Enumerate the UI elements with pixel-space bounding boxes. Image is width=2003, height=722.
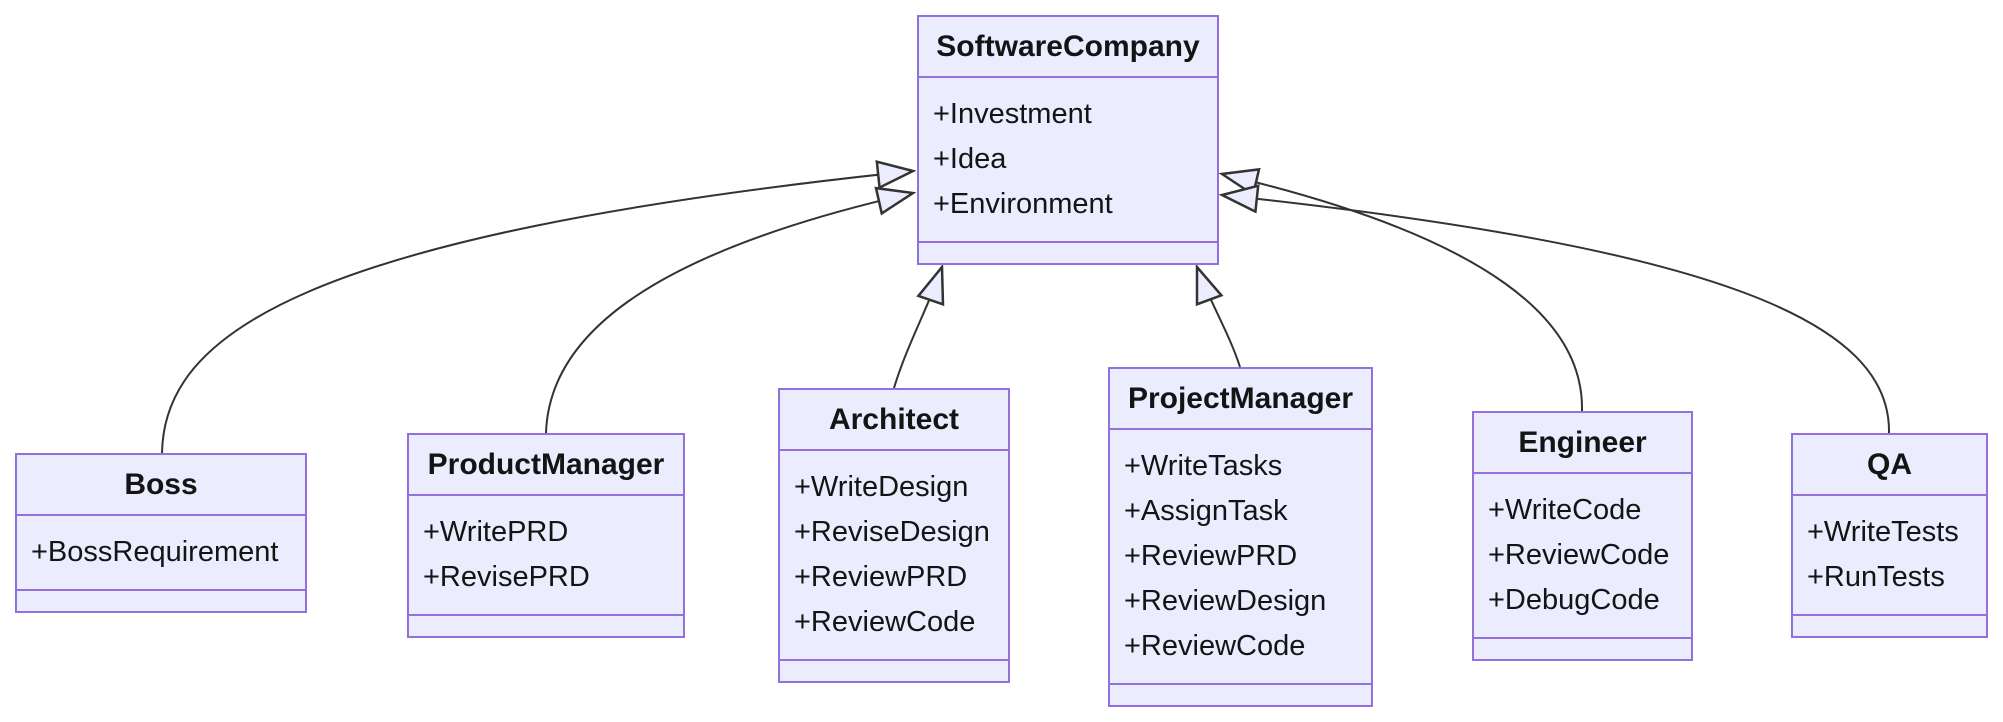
class-attributes: +Investment +Idea +Environment [919,78,1217,243]
class-methods-empty [1793,616,1986,636]
class-attribute: +DebugCode [1488,584,1660,616]
class-title: Architect [780,390,1008,451]
class-attributes: +WriteTests +RunTests [1793,496,1986,616]
class-softwarecompany: SoftwareCompany +Investment +Idea +Envir… [917,15,1219,265]
class-title: ProjectManager [1110,369,1371,430]
class-qa: QA +WriteTests +RunTests [1791,433,1988,638]
class-attribute: +ReviewCode [1488,539,1670,571]
class-architect: Architect +WriteDesign +ReviseDesign +Re… [778,388,1010,683]
inheritance-edge-engineer-to-softwarecompany [1222,174,1584,412]
class-attribute: +Investment [933,98,1092,130]
class-attribute: +ReviewDesign [1124,585,1327,617]
class-title: QA [1793,435,1986,496]
class-attributes: +WriteTasks +AssignTask +ReviewPRD +Revi… [1110,430,1371,685]
class-attribute: +ReviewCode [1124,630,1306,662]
class-attribute: +ReviewPRD [1124,540,1298,572]
class-attribute: +ReviseDesign [794,516,990,548]
inheritance-edge-architect-to-softwarecompany [893,267,942,389]
class-attribute: +WriteCode [1488,494,1642,526]
class-attributes: +BossRequirement [17,516,305,591]
class-methods-empty [17,591,305,611]
class-attribute: +Environment [933,188,1113,220]
class-title: Engineer [1474,413,1691,474]
class-boss: Boss +BossRequirement [15,453,307,613]
class-attribute: +AssignTask [1124,495,1288,527]
class-attribute: +ReviewCode [794,606,976,638]
class-attribute: +WriteDesign [794,471,969,503]
class-methods-empty [1474,639,1691,659]
class-attribute: +WriteTests [1807,516,1959,548]
class-attribute: +WriteTasks [1124,450,1283,482]
class-attribute: +RevisePRD [423,561,590,593]
class-attributes: +WriteDesign +ReviseDesign +ReviewPRD +R… [780,451,1008,661]
class-title: ProductManager [409,435,683,496]
class-attribute: +ReviewPRD [794,561,968,593]
class-title: Boss [17,455,305,516]
class-attributes: +WritePRD +RevisePRD [409,496,683,616]
class-methods-empty [1110,685,1371,705]
class-methods-empty [919,243,1217,263]
class-productmanager: ProductManager +WritePRD +RevisePRD [407,433,685,638]
class-projectmanager: ProjectManager +WriteTasks +AssignTask +… [1108,367,1373,707]
class-engineer: Engineer +WriteCode +ReviewCode +DebugCo… [1472,411,1693,661]
class-methods-empty [409,616,683,636]
inheritance-edge-boss-to-softwarecompany [161,171,913,454]
inheritance-edge-productmanager-to-softwarecompany [545,193,913,434]
class-attribute: +WritePRD [423,516,569,548]
class-attribute: +RunTests [1807,561,1945,593]
class-attributes: +WriteCode +ReviewCode +DebugCode [1474,474,1691,639]
inheritance-edge-qa-to-softwarecompany [1222,195,1891,434]
class-attribute: +BossRequirement [31,536,279,568]
class-attribute: +Idea [933,143,1007,175]
class-methods-empty [780,661,1008,681]
inheritance-edge-projectmanager-to-softwarecompany [1197,267,1241,368]
class-title: SoftwareCompany [919,17,1217,78]
